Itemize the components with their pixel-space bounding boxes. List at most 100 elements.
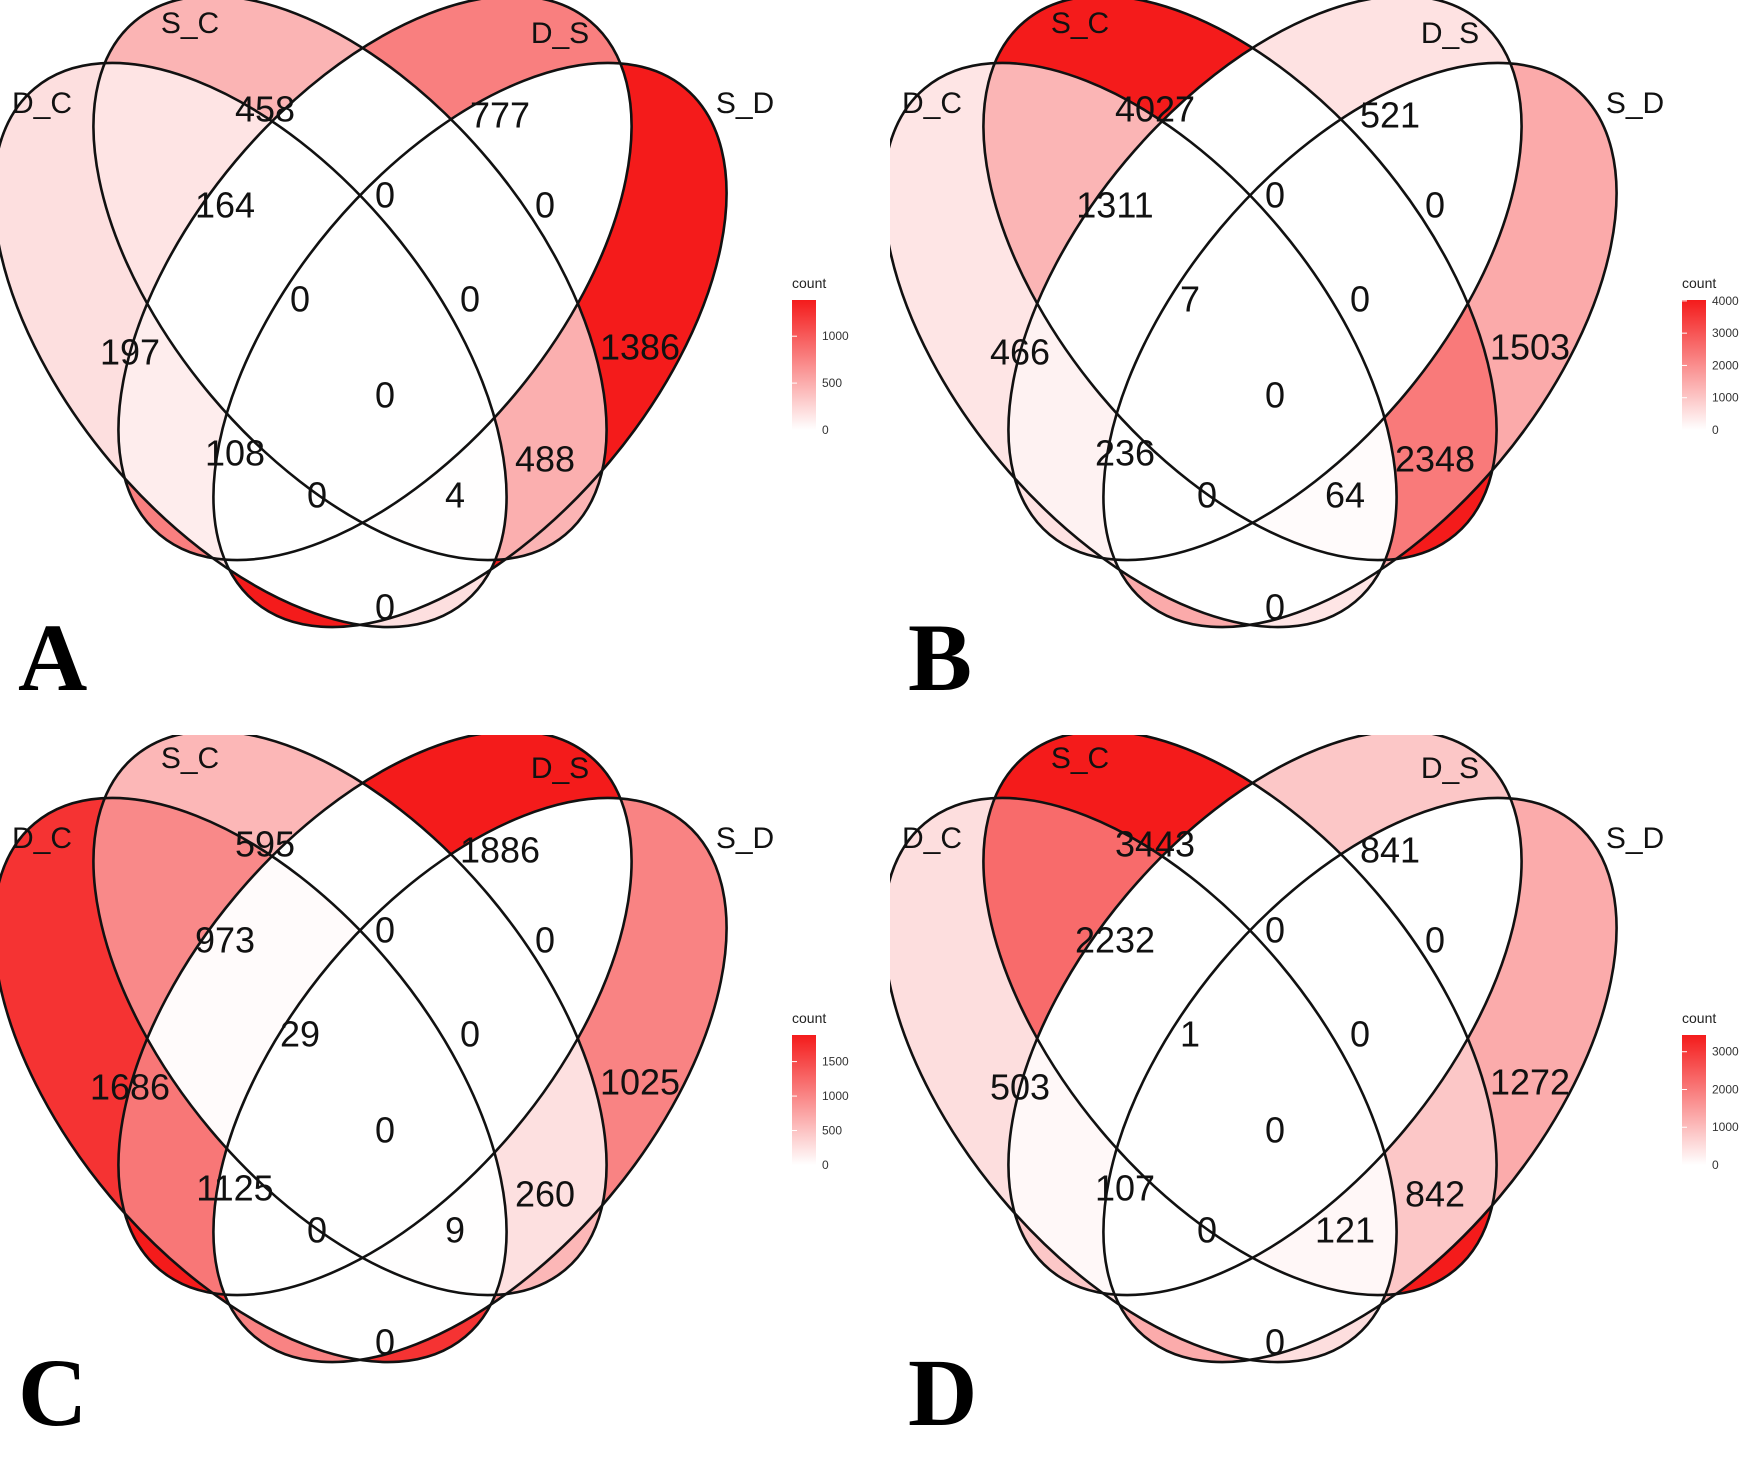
legend-tick-label: 1000 [822, 1089, 849, 1103]
region-count-sc-ds: 0 [1265, 910, 1285, 951]
set-label-sd: S_D [1606, 822, 1664, 855]
region-count-sc-sd: 842 [1405, 1174, 1465, 1215]
region-count-sc-ds: 0 [375, 910, 395, 951]
legend-title: count [1682, 275, 1716, 291]
panel-letter: D [908, 1339, 977, 1446]
region-count-dc-sc-sd: 9 [445, 1210, 465, 1251]
region-count-ds-sd: 0 [535, 185, 555, 226]
legend-tick-label: 2000 [1712, 1082, 1739, 1096]
panel-letter: C [18, 1339, 87, 1446]
set-ellipse-sd [212, 61, 728, 629]
region-count-dc: 197 [100, 332, 160, 373]
set-ellipse-dc [882, 796, 1398, 1364]
legend-tick-label: 0 [1712, 1158, 1719, 1172]
region-count-sc-ds-sd: 0 [1350, 279, 1370, 320]
set-label-sc: S_C [161, 7, 219, 40]
legend-colorbar [792, 1035, 816, 1165]
region-count-dc: 503 [990, 1067, 1050, 1108]
region-count-sc: 458 [235, 89, 295, 130]
region-count-ds-sd: 0 [535, 920, 555, 961]
set-ellipse-sd [212, 796, 728, 1364]
region-count-sc: 595 [235, 824, 295, 865]
set-ellipse-sc [92, 729, 608, 1297]
region-count-sc-sd: 2348 [1395, 439, 1475, 480]
set-label-dc: D_C [902, 822, 962, 855]
set-label-ds: D_S [531, 752, 589, 785]
set-label-ds: D_S [1421, 752, 1479, 785]
region-count-dc-sc: 2232 [1075, 920, 1155, 961]
legend-tick-label: 4000 [1712, 294, 1739, 308]
region-count-dc-sc-sd: 64 [1325, 475, 1365, 516]
legend-tick-label: 1000 [1712, 391, 1739, 405]
region-count-sd: 1386 [600, 327, 680, 368]
legend-tick-label: 0 [822, 423, 829, 437]
region-count-sc-ds-sd: 0 [460, 279, 480, 320]
region-count-dc-sd: 0 [375, 1322, 395, 1363]
set-label-sc: S_C [1051, 7, 1109, 40]
set-ellipse-dc [0, 61, 508, 629]
region-count-sc-ds: 0 [375, 175, 395, 216]
region-count-sc-ds: 0 [1265, 175, 1285, 216]
legend-colorbar [792, 300, 816, 430]
region-count-dc-sc-sd: 121 [1315, 1210, 1375, 1251]
set-ellipse-ds [117, 729, 633, 1297]
set-ellipse-ds [1007, 0, 1523, 562]
region-count-sc: 3443 [1115, 824, 1195, 865]
set-ellipse-sd [1102, 796, 1618, 1364]
region-count-ds-sd: 0 [1425, 920, 1445, 961]
region-count-sd: 1272 [1490, 1062, 1570, 1103]
legend-tick-label: 0 [822, 1158, 829, 1172]
region-count-dc-ds-sd: 0 [307, 475, 327, 516]
legend-tick-label: 3000 [1712, 326, 1739, 340]
region-count-ds: 841 [1360, 830, 1420, 871]
region-count-dc-ds: 236 [1095, 433, 1155, 474]
legend-tick-label: 500 [822, 1124, 842, 1138]
set-label-sc: S_C [1051, 742, 1109, 775]
region-count-dc-ds-sd: 0 [1197, 1210, 1217, 1251]
set-label-sd: S_D [1606, 87, 1664, 120]
region-count-all: 0 [375, 1110, 395, 1151]
region-count-dc-ds: 108 [205, 433, 265, 474]
region-count-dc: 1686 [90, 1067, 170, 1108]
region-count-sc-sd: 260 [515, 1174, 575, 1215]
legend-tick-label: 1500 [822, 1055, 849, 1069]
set-ellipse-sc [92, 0, 608, 562]
region-count-dc-ds-sd: 0 [1197, 475, 1217, 516]
legend-tick-label: 3000 [1712, 1045, 1739, 1059]
panel-letter: B [908, 604, 972, 711]
set-label-sc: S_C [161, 742, 219, 775]
region-count-dc-ds: 107 [1095, 1168, 1155, 1209]
set-label-dc: D_C [902, 87, 962, 120]
region-count-dc-sc: 164 [195, 185, 255, 226]
region-count-ds: 777 [470, 95, 530, 136]
region-count-ds-sd: 0 [1425, 185, 1445, 226]
set-label-dc: D_C [12, 87, 72, 120]
set-label-sd: S_D [716, 87, 774, 120]
set-ellipse-ds [1007, 729, 1523, 1297]
set-label-dc: D_C [12, 822, 72, 855]
region-count-dc-sc-ds: 29 [280, 1014, 320, 1055]
panel-letter: A [18, 604, 87, 711]
region-count-sc-ds-sd: 0 [460, 1014, 480, 1055]
legend-tick-label: 1000 [822, 329, 849, 343]
region-count-dc-ds-sd: 0 [307, 1210, 327, 1251]
region-count-ds: 1886 [460, 830, 540, 871]
legend-title: count [1682, 1010, 1716, 1026]
venn-region-fills [0, 735, 880, 1463]
legend-title: count [792, 275, 826, 291]
region-count-dc-sd: 0 [1265, 587, 1285, 628]
region-count-dc-sd: 0 [1265, 1322, 1285, 1363]
venn-region-fills [0, 0, 880, 728]
set-ellipse-sd [1102, 61, 1618, 629]
region-count-dc-sd: 0 [375, 587, 395, 628]
venn-region-fills [890, 735, 1762, 1463]
set-ellipse-dc [0, 796, 508, 1364]
